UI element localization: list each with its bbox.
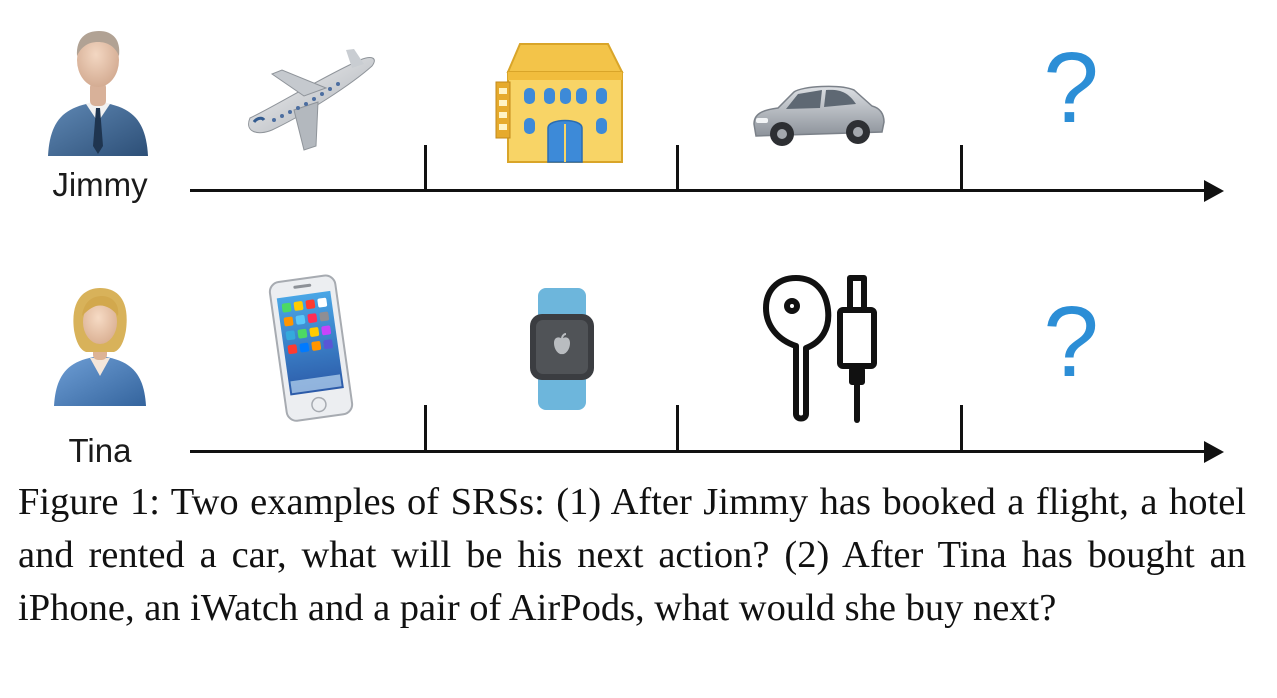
timeline-tick — [424, 405, 427, 451]
timeline-axis-jimmy — [190, 189, 1208, 192]
apple-watch-icon — [526, 284, 598, 414]
timeline-tick — [424, 145, 427, 191]
timeline-arrow-tina-icon — [1204, 441, 1224, 463]
hotel-icon — [490, 38, 635, 166]
timeline-tick — [676, 145, 679, 191]
airplane-icon — [232, 46, 382, 156]
jimmy-avatar-icon — [42, 18, 154, 158]
tina-avatar-icon — [50, 280, 150, 408]
question-mark-tina: ? — [1043, 286, 1099, 398]
car-icon — [748, 76, 888, 152]
timeline-tick — [960, 145, 963, 191]
jimmy-name-label: Jimmy — [52, 166, 148, 203]
question-mark-jimmy: ? — [1043, 32, 1099, 144]
timeline-axis-tina — [190, 450, 1208, 453]
figure-caption: Figure 1: Two examples of SRSs: (1) Afte… — [18, 481, 1246, 629]
timeline-arrow-jimmy-icon — [1204, 180, 1224, 202]
tina-name-label: Tina — [68, 432, 132, 469]
airpods-icon — [760, 270, 890, 426]
iphone-icon — [264, 274, 360, 422]
timeline-tick — [676, 405, 679, 451]
timeline-tick — [960, 405, 963, 451]
